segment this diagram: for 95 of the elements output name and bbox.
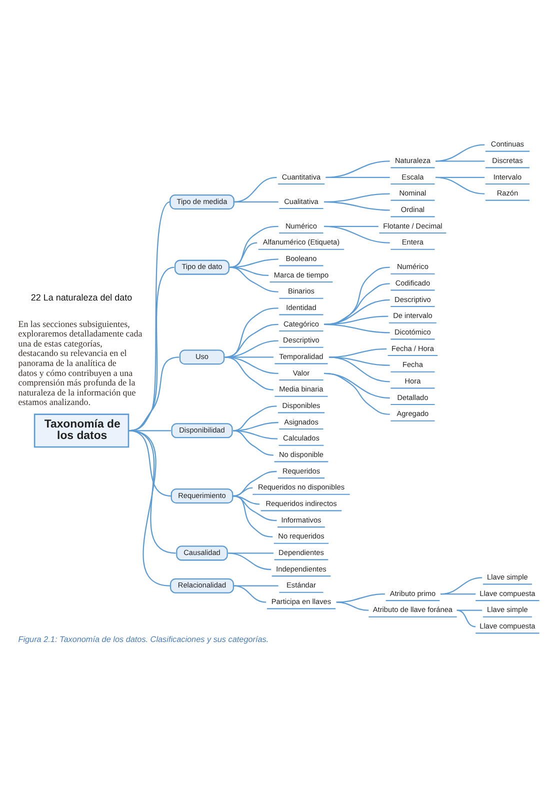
node-text: Informativos (281, 515, 322, 524)
node-text: Ordinal (400, 204, 425, 214)
connector (324, 372, 390, 415)
node-box: Tipo de dato (174, 260, 230, 275)
node-text: Llave compuesta (480, 621, 536, 630)
connector (233, 430, 278, 440)
connector (230, 266, 278, 292)
label: 22 La naturaleza del dato (30, 292, 132, 303)
connector (436, 176, 485, 194)
connector (456, 610, 482, 611)
node-text: Codificado (395, 278, 430, 288)
connector (328, 356, 390, 382)
connector (233, 495, 260, 505)
node-text: Nominal (399, 188, 426, 198)
connector (440, 577, 482, 595)
node-text: Numérico (396, 262, 428, 272)
node-text: Discretas (492, 156, 523, 165)
connector (234, 176, 277, 203)
connector (436, 160, 485, 162)
connector (234, 585, 266, 603)
connector (324, 201, 390, 211)
connector (326, 160, 390, 178)
node-text: Calculados (283, 434, 320, 443)
connector (456, 610, 476, 628)
connector (324, 324, 390, 334)
node-text: Intervalo (493, 172, 522, 182)
node-text: Descriptivo (394, 294, 431, 304)
node-text: Marca de tiempo (274, 270, 329, 280)
connector (232, 487, 253, 497)
node-text: Cuantitativa (282, 172, 321, 182)
node-text: Participa en llaves (271, 596, 332, 606)
node-text: Escala (402, 172, 424, 182)
connector (234, 201, 278, 203)
connector (228, 552, 272, 570)
node-text: Requeridos indirectos (266, 498, 337, 508)
node-box: Requerimiento (170, 488, 234, 504)
node-box: Disponibilidad (171, 423, 233, 438)
connector (230, 258, 278, 268)
connector (224, 356, 278, 374)
connector (128, 430, 170, 586)
node-text: Categórico (283, 319, 319, 328)
node-text: Temporalidad (279, 352, 324, 361)
node-text: Independientes (276, 564, 326, 574)
caption: Figura 2.1: Taxonomía de los datos. Clasificaciones y sus categorías. (18, 635, 269, 644)
connector (440, 593, 476, 595)
node-text: Flotante / Decimal (383, 221, 442, 230)
node-text: Estándar (286, 580, 316, 590)
connector (230, 226, 278, 268)
node-text: Requeridos (282, 466, 320, 476)
node-text: Numérico (286, 221, 317, 230)
node-text: Llave simple (487, 605, 528, 614)
node-text: Requeridos no disponibles (258, 482, 345, 492)
node-text: Asignados (284, 417, 318, 426)
node-text: Continuas (490, 140, 524, 149)
connector (232, 430, 274, 456)
node-text: De intervalo (393, 311, 432, 320)
node-text: Alfanumérico (Etiqueta) (262, 238, 340, 247)
node-text: Fecha / Hora (391, 344, 434, 353)
node-text: Binarios (288, 286, 314, 296)
node-text: Fecha (402, 360, 423, 370)
node-text: Atributo primo (390, 588, 436, 598)
connector (436, 144, 485, 162)
node-box: Tipo de medida (170, 194, 234, 210)
node-text: Detallado (397, 392, 428, 402)
node-text: Booleano (286, 254, 317, 263)
node-text: Media binaria (279, 384, 324, 394)
node-text: Agregado (396, 409, 429, 418)
node-box: Taxonomía de los datos (34, 414, 130, 448)
connector (224, 356, 274, 390)
node-text: Atributo de llave foránea (372, 605, 453, 614)
node-text: Cualitativa (284, 196, 318, 206)
node-text: Valor (292, 368, 310, 378)
connector (336, 602, 369, 611)
node-box: Causalidad (176, 546, 228, 561)
connector (336, 593, 385, 603)
node-text: Razón (496, 188, 518, 198)
connector (324, 226, 390, 244)
connector (326, 176, 390, 178)
node-box: Uso (179, 350, 225, 365)
node-text: Dependientes (278, 548, 324, 557)
node-text: Descriptivo (283, 336, 320, 345)
node-text: No requeridos (278, 532, 324, 541)
node-text: Identidad (286, 302, 316, 312)
node-text: Entera (402, 238, 424, 247)
node-text: Llave simple (487, 572, 528, 582)
node-text: Naturaleza (394, 156, 430, 165)
connector (232, 495, 273, 538)
connector (232, 470, 277, 497)
node-box: Relacionalidad (170, 578, 234, 594)
node-text: Hora (404, 376, 421, 386)
node-text: Llave compuesta (480, 588, 536, 598)
label: En las secciones subsiguientes, exploraremos detalladamente cada una de estas categorías, destacando su relevancia en el panorama de la analítica de datos y cómo contribuyen a una comprensión más profunda de la naturaleza de la información que estamos analizando. (18, 318, 142, 408)
node-text: No disponible (278, 450, 324, 459)
node-text: Dicotómico (394, 327, 431, 336)
node-text: Disponibles (282, 400, 320, 410)
